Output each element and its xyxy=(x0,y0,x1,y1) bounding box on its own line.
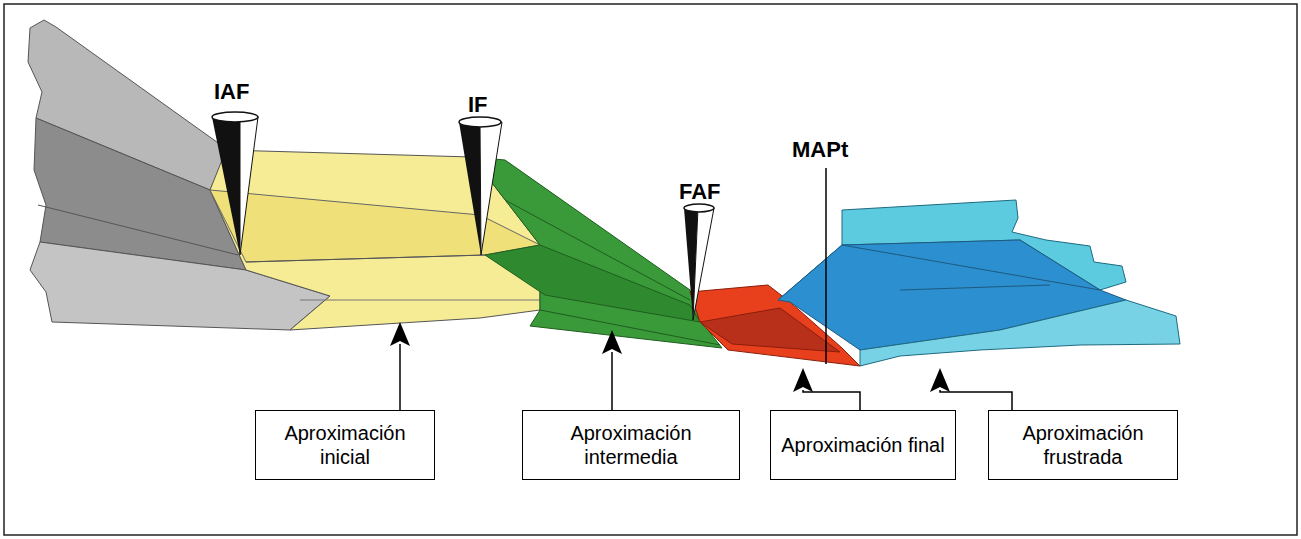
arrowhead xyxy=(602,330,622,354)
cone-half xyxy=(693,208,714,320)
area-line xyxy=(246,255,485,262)
arrowheads xyxy=(390,322,950,392)
initial-area xyxy=(210,190,540,262)
intermediate-area xyxy=(485,245,700,322)
cone-top xyxy=(459,117,501,127)
fix-label: FAF xyxy=(679,180,721,204)
mapt-line xyxy=(825,168,827,364)
leader-line xyxy=(803,390,860,410)
cone-half xyxy=(212,117,240,255)
arrowhead xyxy=(793,368,813,392)
leader-line xyxy=(611,352,613,410)
segment-name: Aproximación final xyxy=(781,433,944,457)
leader-lines xyxy=(400,344,1012,410)
segment-name: Aproximación inicial xyxy=(263,421,427,469)
fix-cone xyxy=(684,204,714,320)
cone-top xyxy=(684,204,714,212)
cone-half xyxy=(459,122,481,255)
fix-label: IAF xyxy=(214,80,249,104)
arrowhead xyxy=(390,322,410,346)
area-line xyxy=(505,200,690,300)
segment-box: Aproximación final xyxy=(770,410,956,480)
fix-cone xyxy=(459,117,502,255)
arrowhead xyxy=(930,368,950,392)
segment-box: Aproximación intermedia xyxy=(522,410,740,480)
fix-label: MAPt xyxy=(792,138,848,162)
area-line xyxy=(38,205,238,255)
cone-half xyxy=(240,117,258,255)
segment-name: Aproximación frustrada xyxy=(996,421,1170,469)
leader-line xyxy=(399,344,401,410)
area-line xyxy=(900,285,1050,290)
area-line xyxy=(300,300,540,301)
fix-cone xyxy=(212,112,258,255)
cone-half xyxy=(480,122,502,255)
frame xyxy=(4,4,1297,535)
cone-top xyxy=(212,112,258,122)
leader-line xyxy=(940,390,1012,410)
fix-label: IF xyxy=(468,93,488,117)
area-line xyxy=(842,245,1100,290)
intermediate-area xyxy=(472,157,722,348)
missed-area xyxy=(860,300,1180,366)
segment-name: Aproximación intermedia xyxy=(530,421,732,469)
segment-box: Aproximación inicial xyxy=(255,410,435,480)
segment-box: Aproximación frustrada xyxy=(988,410,1178,480)
